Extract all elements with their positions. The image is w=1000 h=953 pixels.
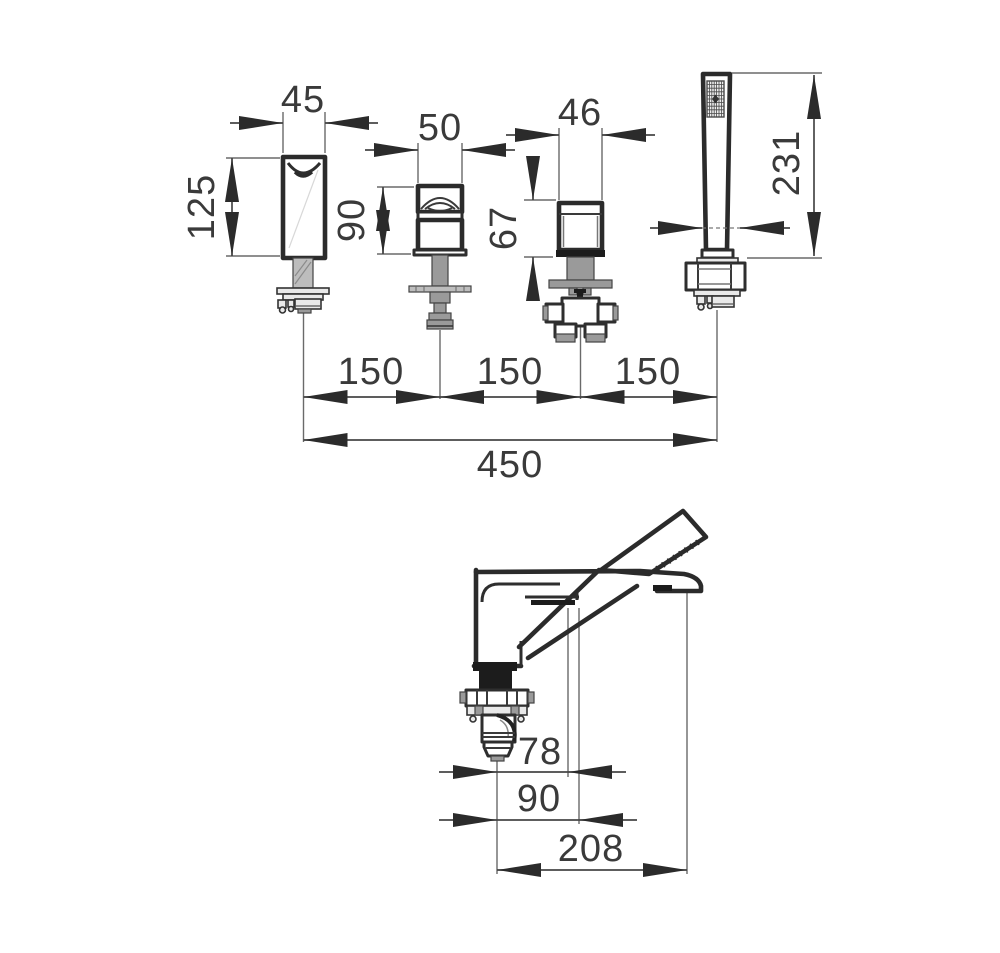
spout-side-profile [459, 508, 709, 874]
handle-base-rim [412, 248, 468, 257]
dim-spout-height: 125 [181, 157, 280, 257]
dim-handle-height: 90 [331, 186, 414, 255]
shower-holder-hardware [684, 248, 747, 311]
valve-body [556, 200, 605, 253]
spray-face-grid [706, 80, 725, 118]
dim-label-handle-width: 50 [418, 107, 462, 149]
dim-label-spout-width: 45 [281, 79, 325, 121]
dim-label-handle-height: 90 [331, 198, 373, 242]
valve-rough-in [542, 250, 619, 343]
dim-total-width: 450 [303, 433, 717, 486]
lever-handle-front [408, 183, 472, 399]
dim-shower-height: 231 [732, 72, 822, 259]
shower-bracket [684, 261, 747, 292]
dim-label-spacing-2: 150 [477, 351, 543, 393]
dim-label-valve-width: 46 [558, 92, 602, 134]
valve-handle-front [542, 200, 619, 399]
spout-outlet-lip [525, 593, 579, 605]
spout-front [276, 154, 330, 442]
dim-label-shower-height: 231 [766, 130, 808, 196]
dim-valve-height: 67 [483, 156, 556, 301]
spout-waterfall-scoop [286, 161, 322, 175]
dim-label-spout-height: 125 [181, 174, 223, 240]
dim-label-total-width: 450 [477, 444, 543, 486]
front-view: 45 125 [181, 71, 822, 486]
dim-side-offset-a: 78 [439, 731, 626, 779]
dim-valve-width: 46 [506, 92, 655, 200]
handle-mounting-hardware [408, 254, 472, 330]
side-mounting-hardware [459, 662, 535, 762]
side-view: 78 90 208 [439, 508, 709, 877]
side-lever-handle [598, 508, 709, 577]
handle-body [415, 217, 465, 253]
dim-label-spacing-3: 150 [615, 351, 681, 393]
dim-label-side-b: 90 [517, 778, 561, 820]
dim-label-spacing-1: 150 [338, 351, 404, 393]
dim-handle-width: 50 [365, 107, 515, 183]
spout-shank [292, 257, 314, 289]
dim-spacing-chain: 150 150 150 [303, 351, 717, 404]
dim-spout-width: 45 [230, 79, 378, 153]
dim-label-side-c: 208 [558, 828, 624, 870]
hand-shower-front [650, 71, 790, 442]
spout-mounting-hardware [276, 287, 330, 314]
spout-side-top [473, 568, 704, 594]
aerator-mark [653, 585, 672, 591]
dim-side-offset-b: 90 [439, 778, 637, 827]
lever-serration [655, 539, 700, 572]
dim-label-valve-height: 67 [483, 206, 525, 250]
dim-side-offset-c: 208 [497, 828, 687, 877]
dim-label-side-a: 78 [518, 731, 562, 773]
